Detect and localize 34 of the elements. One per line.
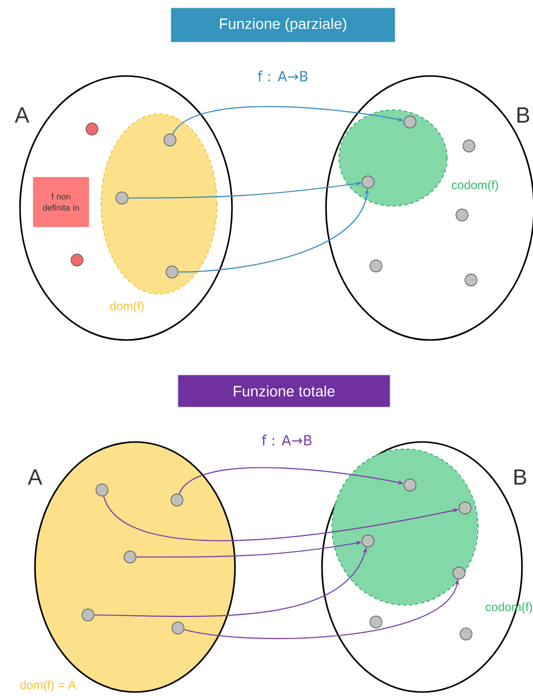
title-banner: Funzione totale [178, 374, 390, 408]
dot [464, 274, 478, 286]
dot [170, 494, 184, 506]
set-name: A [28, 469, 42, 485]
dot [370, 260, 382, 272]
dot [172, 622, 184, 634]
set-label: codom(f) [452, 180, 498, 192]
set-name: A [14, 107, 30, 123]
dot [462, 140, 476, 152]
title-banner: Funzione (parziale) [170, 8, 396, 42]
dot [404, 478, 416, 492]
dot [96, 484, 108, 496]
mapping-label: f : A→B [258, 70, 308, 82]
dot [456, 208, 468, 222]
set-name: B [517, 107, 530, 123]
set-label: dom(f) [110, 301, 144, 313]
set-label: dom(f) = A [20, 680, 76, 692]
dot [458, 502, 472, 514]
dot [166, 266, 178, 278]
dot [452, 566, 466, 580]
dot [164, 134, 176, 146]
dot [460, 628, 472, 640]
dot [124, 550, 136, 564]
note-box: f non definita in [33, 177, 89, 227]
mapping-label: f : A→B [262, 434, 312, 446]
dot [116, 192, 128, 204]
dot [362, 534, 374, 548]
dot [362, 176, 374, 188]
dot [370, 616, 382, 628]
set-name: B [514, 469, 526, 485]
dot [82, 608, 94, 622]
dot [404, 116, 416, 128]
dot [86, 122, 98, 136]
dot [70, 254, 84, 266]
